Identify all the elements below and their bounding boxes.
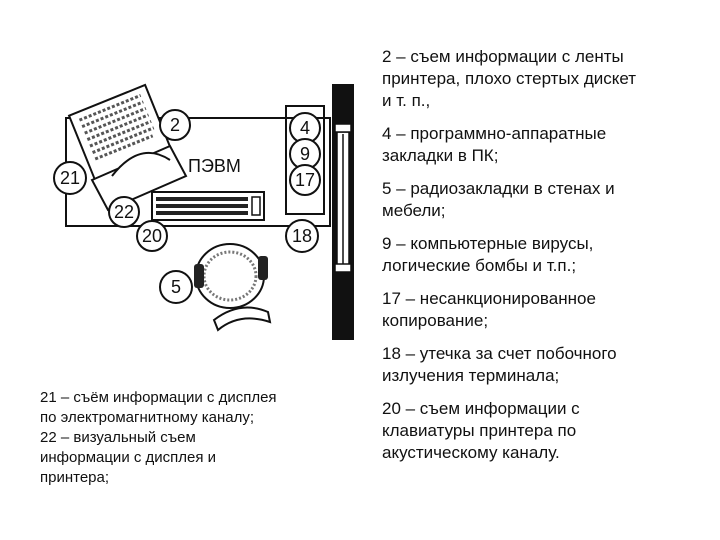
svg-text:17: 17: [295, 170, 315, 190]
svg-text:20: 20: [142, 226, 162, 246]
svg-text:9: 9: [300, 144, 310, 164]
chair: [194, 243, 272, 332]
legend-item-4: 4 – программно-аппаратные закладки в ПК;: [382, 124, 607, 165]
marker-5: 5: [159, 270, 193, 304]
marker-9: 9: [289, 138, 321, 170]
marker-21: 21: [53, 161, 87, 195]
svg-text:22: 22: [114, 202, 134, 222]
legend-item-21-22: 21 – съём информации с дисплея по электр…: [40, 389, 277, 486]
svg-text:4: 4: [300, 118, 310, 138]
keyboard: [151, 191, 265, 221]
legend-item-9: 9 – компьютерные вирусы, логические бомб…: [382, 234, 594, 275]
legend-right: 2 – съем информации с ленты принтера, пл…: [382, 46, 712, 475]
marker-2: 2: [159, 109, 191, 141]
system-unit: [285, 105, 325, 215]
legend-item-5: 5 – радиозакладки в стенах и мебели;: [382, 179, 615, 220]
pc-label: ПЭВМ: [188, 156, 241, 176]
marker-17: 17: [289, 164, 321, 196]
svg-text:5: 5: [171, 277, 181, 297]
legend-item-2: 2 – съем информации с ленты принтера, пл…: [382, 47, 637, 110]
marker-22: 22: [108, 196, 140, 228]
legend-left: 21 – съём информации с дисплея по электр…: [40, 388, 330, 488]
marker-20: 20: [136, 220, 168, 252]
legend-item-17: 17 – несанкционированное копирование;: [382, 289, 596, 330]
svg-text:21: 21: [60, 168, 80, 188]
legend-item-20: 20 – съем информации с клавиатуры принте…: [382, 399, 580, 462]
legend-item-18: 18 – утечка за счет побочного излучения …: [382, 344, 617, 385]
svg-text:18: 18: [292, 226, 312, 246]
marker-18: 18: [285, 219, 319, 253]
svg-text:2: 2: [170, 115, 180, 135]
wall: [332, 84, 354, 340]
